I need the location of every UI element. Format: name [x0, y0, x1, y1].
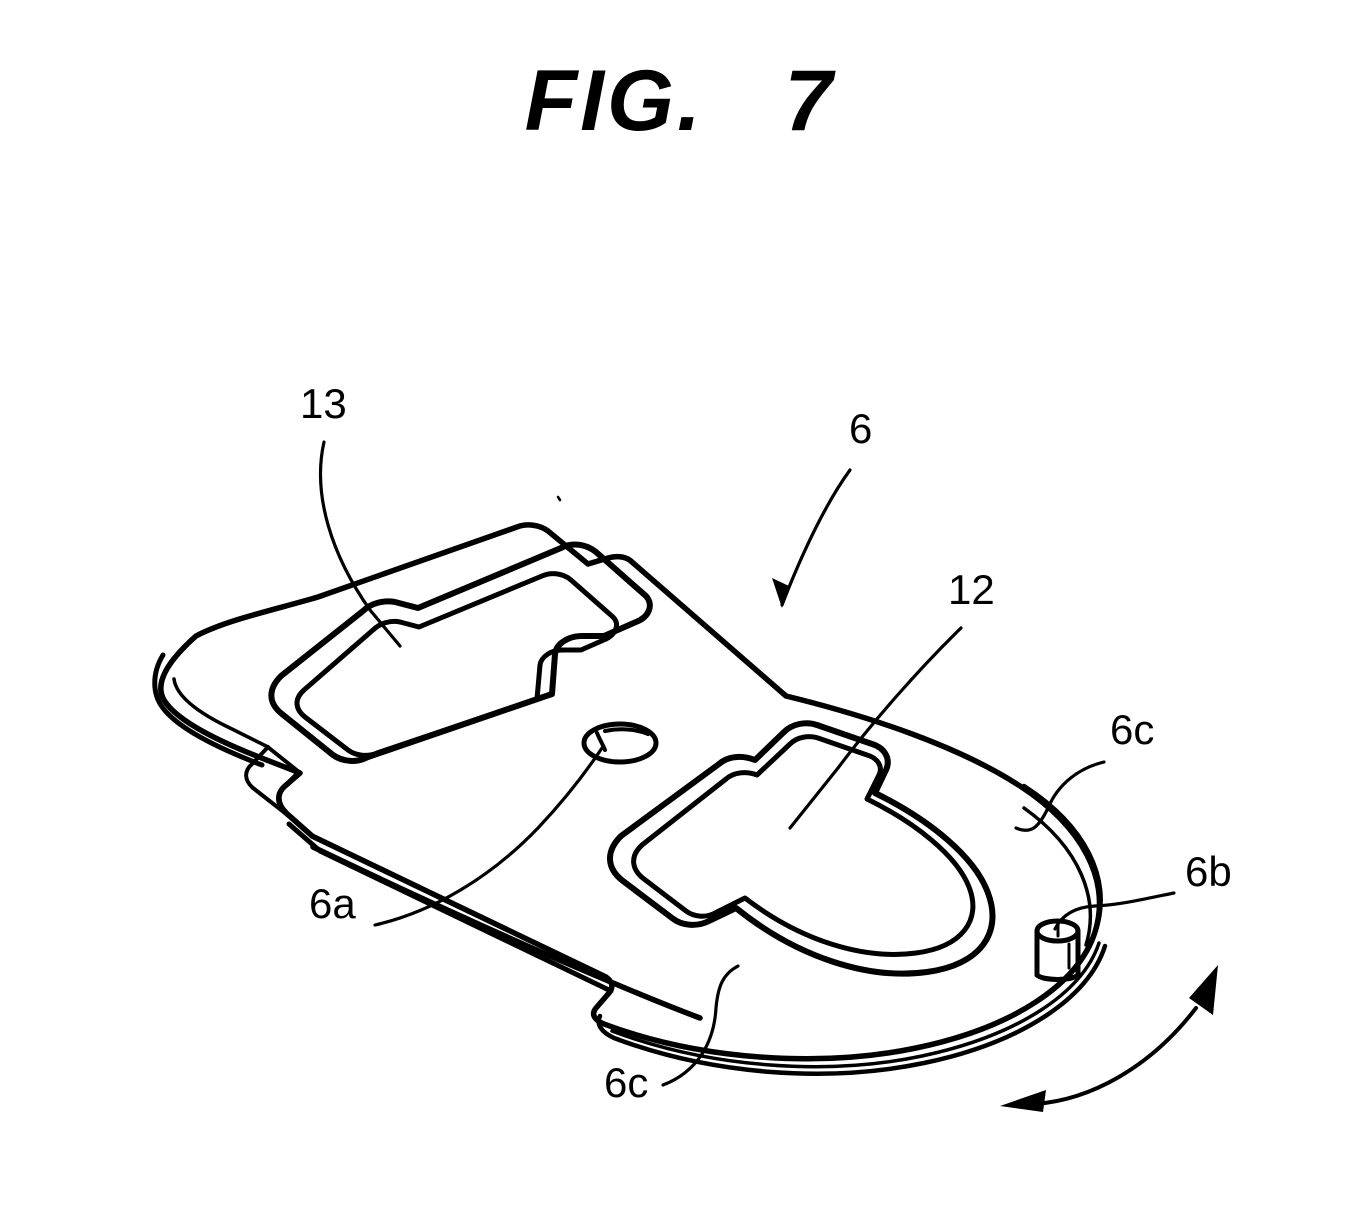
plate-edge-face-left: [152, 652, 270, 768]
ref-label-6c-right: 6c: [1110, 706, 1154, 753]
pivot-motion-arrow: [1000, 965, 1218, 1112]
opening-12-teardrop: [607, 720, 996, 977]
reference-numeral-labels: 13 6 12 6c 6b 6a 6c: [300, 380, 1232, 1106]
plate-edge-face-bottom: [286, 821, 1108, 1076]
scan-artifacts: [556, 495, 562, 502]
ref-label-6c-bottom: 6c: [604, 1059, 648, 1106]
leader-6-arrowhead: [772, 578, 789, 608]
plate-edge-face-right: [1021, 783, 1103, 947]
leader-lines: [318, 440, 1176, 1087]
leader-13: [318, 440, 402, 648]
ref-label-6b: 6b: [1185, 848, 1232, 895]
leader-6c-bottom: [661, 964, 740, 1087]
ref-label-6a: 6a: [309, 880, 356, 927]
leader-6c-right: [1014, 760, 1106, 832]
figure-title: FIG. 7: [524, 53, 836, 149]
ref-label-13: 13: [300, 380, 347, 427]
leader-6a: [373, 746, 604, 927]
leader-6: [780, 468, 852, 607]
small-round-hole-6a: [581, 721, 659, 765]
cylindrical-pin-6b: [1034, 918, 1081, 982]
ref-label-6: 6: [849, 405, 872, 452]
ref-label-12: 12: [948, 566, 995, 613]
opening-13-rectangular: [268, 541, 653, 764]
leader-6b: [1053, 891, 1176, 931]
leader-12: [788, 626, 963, 830]
plate-notch-left: [244, 745, 316, 839]
